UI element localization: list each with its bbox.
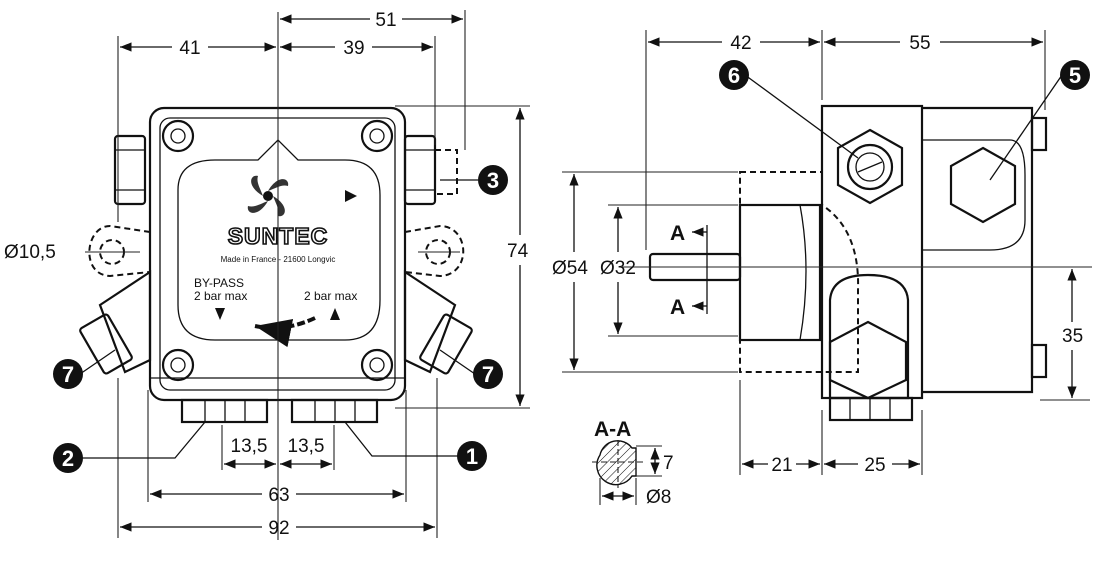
left-port-nut: [113, 134, 147, 206]
right-flange-lug: [404, 224, 465, 278]
port-5: [949, 146, 1017, 224]
callout-7-right: 7: [473, 359, 503, 389]
dim-39: 39: [343, 38, 364, 59]
corner-bolts: [161, 119, 394, 382]
up-triangle-icon: [330, 308, 340, 320]
shaft-housing: [738, 203, 822, 342]
front-view: SUNTEC Made in France - 21600 Longvic BY…: [4, 10, 530, 540]
svg-text:7: 7: [62, 362, 74, 387]
dim-51: 51: [375, 10, 396, 31]
port-6: [836, 128, 904, 205]
dim-dia-8: Ø8: [646, 487, 671, 508]
play-triangle-icon: [345, 190, 357, 202]
right-angled-port: [403, 269, 473, 375]
side-view: A A 42 55 Ø54 Ø32 35 21 2: [552, 30, 1092, 476]
callout-7-left: 7: [53, 359, 83, 389]
side-flange-dashed: [739, 171, 860, 373]
dim-dia-32: Ø32: [600, 258, 636, 279]
callout-3: 3: [478, 165, 508, 195]
left-pressure-label: 2 bar max: [194, 289, 247, 303]
dim-13-5-left: 13,5: [231, 436, 268, 457]
bottom-ports: [180, 398, 379, 424]
svg-text:2: 2: [62, 446, 74, 471]
dim-41: 41: [179, 38, 200, 59]
dim-55: 55: [909, 33, 930, 54]
dim-63: 63: [268, 485, 289, 506]
svg-text:3: 3: [487, 168, 499, 193]
dim-13-5-right: 13,5: [288, 436, 325, 457]
rotation-arrow-icon: [254, 316, 316, 348]
callout-1: 1: [457, 441, 487, 471]
callout-2: 2: [53, 443, 83, 473]
left-flange-lug: [88, 224, 151, 278]
dim-74: 74: [507, 241, 529, 262]
suntec-logo-icon: [247, 175, 289, 217]
dim-dia-54: Ø54: [552, 258, 588, 279]
callout-6: 6: [719, 60, 749, 90]
lower-port: [828, 273, 914, 422]
right-port-nut: [403, 134, 458, 206]
shaft-section-shape: [596, 440, 637, 486]
left-angled-port: [79, 269, 152, 375]
svg-text:5: 5: [1069, 63, 1081, 88]
down-triangle-icon: [215, 308, 225, 320]
dim-dia-10-5: Ø10,5: [4, 242, 56, 263]
section-aa-detail: A-A 7 Ø8: [592, 418, 674, 508]
svg-text:6: 6: [728, 63, 740, 88]
dim-42: 42: [730, 33, 751, 54]
bypass-label: BY-PASS: [194, 276, 244, 290]
svg-text:7: 7: [482, 362, 494, 387]
section-mark-a-bottom: A: [670, 296, 685, 319]
callout-5: 5: [1060, 60, 1090, 90]
dim-21: 21: [771, 455, 792, 476]
dim-35: 35: [1062, 326, 1083, 347]
svg-text:1: 1: [466, 444, 478, 469]
dim-7: 7: [663, 453, 674, 474]
section-mark-a-top: A: [670, 222, 685, 245]
right-pressure-label: 2 bar max: [304, 289, 357, 303]
nameplate: [177, 139, 381, 341]
section-aa-title: A-A: [594, 418, 631, 441]
dim-92: 92: [268, 518, 289, 539]
dim-25: 25: [864, 455, 885, 476]
